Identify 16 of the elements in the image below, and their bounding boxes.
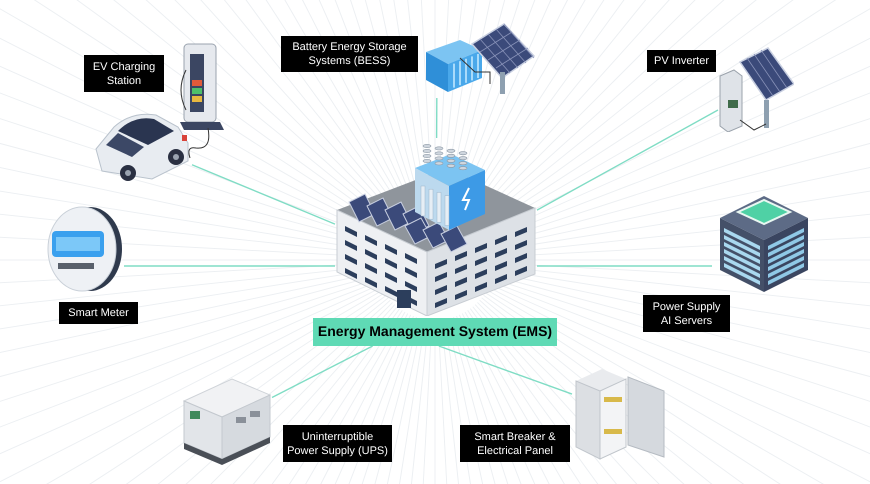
device-label: Smart Meter	[59, 302, 138, 324]
connector-line	[124, 265, 335, 267]
connector-line	[536, 109, 718, 211]
connector-line	[537, 265, 712, 267]
device-label: PV Inverter	[647, 50, 716, 72]
device-label: EV Charging Station	[84, 55, 164, 92]
connector-line	[438, 345, 572, 395]
connector-line	[192, 164, 336, 225]
inverter-solar-drawing	[718, 46, 794, 132]
connector-line	[272, 345, 373, 398]
system-title-label: Energy Management System (EMS)	[313, 318, 557, 346]
device-label: Uninterruptible Power Supply (UPS)	[283, 425, 392, 462]
connector-line	[436, 98, 438, 138]
device-label: Smart Breaker & Electrical Panel	[460, 425, 570, 462]
device-label: Power Supply AI Servers	[643, 295, 730, 332]
device-label: Battery Energy Storage Systems (BESS)	[281, 36, 418, 72]
